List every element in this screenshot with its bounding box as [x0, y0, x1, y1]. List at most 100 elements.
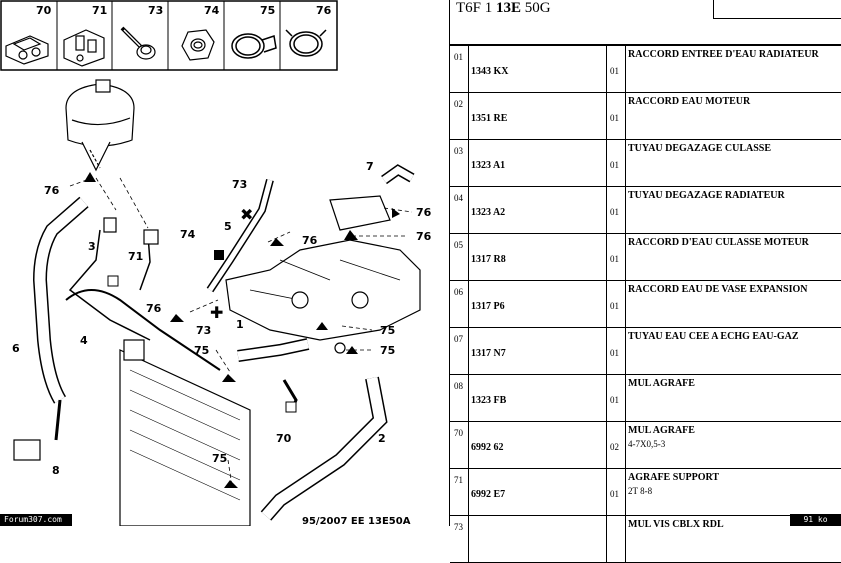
callout-73-top: 73: [232, 178, 247, 191]
icon-strip: 70 71 73 74 75 76: [0, 0, 338, 71]
reference-cell: 6992 62: [469, 422, 607, 468]
callout-2: 2: [378, 432, 386, 445]
description-cell: RACCORD EAU DE VASE EXPANSION: [626, 281, 841, 327]
quantity-cell: 01: [607, 234, 626, 280]
part-reference: 1323 A2: [471, 207, 506, 218]
part-quantity: 01: [610, 254, 619, 264]
part-quantity: 02: [610, 442, 619, 452]
part-description: RACCORD D'EAU CULASSE MOTEUR: [628, 237, 809, 248]
index-cell: 08: [450, 375, 469, 421]
hose-assembly: [32, 196, 221, 441]
screw-icon: [120, 26, 156, 60]
parts-row: 04 1323 A2 01 TUYAU DEGAZAGE RADIATEUR: [450, 187, 841, 234]
reference-cell: 1323 FB: [469, 375, 607, 421]
quantity-cell: 01: [607, 469, 626, 515]
part-index: 04: [454, 193, 463, 203]
description-cell: TUYAU DEGAZAGE CULASSE: [626, 140, 841, 186]
callout-73-bottom: 73: [196, 324, 211, 337]
part-index: 08: [454, 381, 463, 391]
parts-header: T6F 1 13E 50G: [450, 0, 841, 46]
quantity-cell: 01: [607, 281, 626, 327]
part-quantity: 01: [610, 489, 619, 499]
callout-labels: 76 2 3 4 5 6 7 8 1 71 73 73 74 75 75 75 …: [12, 160, 432, 477]
watermark-forum: Forum307.com: [0, 514, 72, 526]
quantity-cell: 01: [607, 187, 626, 233]
index-cell: 02: [450, 93, 469, 139]
callout-1: 1: [236, 318, 244, 331]
callout-75-b: 75: [380, 344, 395, 357]
callout-76-d: 76: [416, 206, 432, 219]
description-cell: RACCORD ENTREE D'EAU RADIATEUR: [626, 46, 841, 92]
part-quantity: 01: [610, 113, 619, 123]
part-quantity: 01: [610, 160, 619, 170]
part-description: TUYAU DEGAZAGE CULASSE: [628, 143, 771, 154]
callout-6: 6: [12, 342, 20, 355]
part-description: MUL VIS CBLX RDL: [628, 519, 724, 530]
part-spec: 2T 8-8: [628, 486, 653, 496]
reference-cell: 1317 P6: [469, 281, 607, 327]
callout-8: 8: [52, 464, 60, 477]
part-quantity: 01: [610, 207, 619, 217]
callout-75-a: 75: [380, 324, 395, 337]
part-description: RACCORD EAU DE VASE EXPANSION: [628, 284, 808, 295]
part-reference: 1343 KX: [471, 66, 509, 77]
callout-76-b: 76: [146, 302, 162, 315]
callout-76: 76: [44, 184, 60, 197]
callout-76-c: 76: [302, 234, 318, 247]
icon-number-75: 75: [260, 4, 275, 17]
callout-3: 3: [88, 240, 96, 253]
part-index: 01: [454, 52, 463, 62]
part-description: MUL AGRAFE: [628, 378, 695, 389]
callout-74: 74: [180, 228, 196, 241]
part-description: TUYAU DEGAZAGE RADIATEUR: [628, 190, 785, 201]
parts-header-title: T6F 1 13E 50G: [456, 0, 551, 16]
diagram-reference: 95/2007 EE 13E50A: [302, 516, 411, 526]
lower-hoses: [206, 164, 415, 521]
callout-7: 7: [366, 160, 374, 173]
expansion-tank: [65, 79, 135, 172]
part-reference: 1317 P6: [471, 301, 505, 312]
header-box: [713, 0, 841, 19]
part-description: RACCORD ENTREE D'EAU RADIATEUR: [628, 49, 819, 60]
part-index: 71: [454, 475, 463, 485]
reference-cell: 1317 R8: [469, 234, 607, 280]
exploded-diagram: 70 71 73 74 75 76: [0, 0, 447, 526]
support-clip-icon: [63, 29, 105, 67]
parts-rows: 01 1343 KX 01 RACCORD ENTREE D'EAU RADIATEU…: [450, 46, 841, 563]
icon-number-71: 71: [92, 4, 107, 17]
description-cell: MUL AGRAFE 4-7X0,5-3: [626, 422, 841, 468]
part-index: 70: [454, 428, 463, 438]
part-quantity: 01: [610, 395, 619, 405]
reference-cell: 1323 A2: [469, 187, 607, 233]
description-cell: RACCORD D'EAU CULASSE MOTEUR: [626, 234, 841, 280]
index-cell: 70: [450, 422, 469, 468]
reference-cell: [469, 516, 607, 562]
part-reference: 1317 N7: [471, 348, 506, 359]
callout-76-e: 76: [416, 230, 432, 243]
quantity-cell: [607, 516, 626, 562]
description-cell: TUYAU EAU CEE A ECHG EAU-GAZ: [626, 328, 841, 374]
markers: ✖ ✚: [13, 172, 400, 488]
callout-75-d: 75: [212, 452, 227, 465]
parts-list: T6F 1 13E 50G 01 1343 KX 01 RACCORD ENTREE …: [449, 0, 841, 563]
part-spec: 4-7X0,5-3: [628, 439, 666, 449]
description-cell: MUL VIS CBLX RDL: [626, 516, 841, 562]
part-index: 07: [454, 334, 463, 344]
quantity-cell: 01: [607, 140, 626, 186]
part-index: 03: [454, 146, 463, 156]
index-cell: 03: [450, 140, 469, 186]
part-description: TUYAU EAU CEE A ECHG EAU-GAZ: [628, 331, 799, 342]
part-index: 73: [454, 522, 463, 532]
part-reference: 1317 R8: [471, 254, 506, 265]
parts-row: 73 MUL VIS CBLX RDL: [450, 516, 841, 563]
quantity-cell: 01: [607, 375, 626, 421]
part-description: MUL AGRAFE: [628, 425, 695, 436]
part-description: RACCORD EAU MOTEUR: [628, 96, 751, 107]
icon-number-74: 74: [204, 4, 220, 17]
index-cell: 06: [450, 281, 469, 327]
